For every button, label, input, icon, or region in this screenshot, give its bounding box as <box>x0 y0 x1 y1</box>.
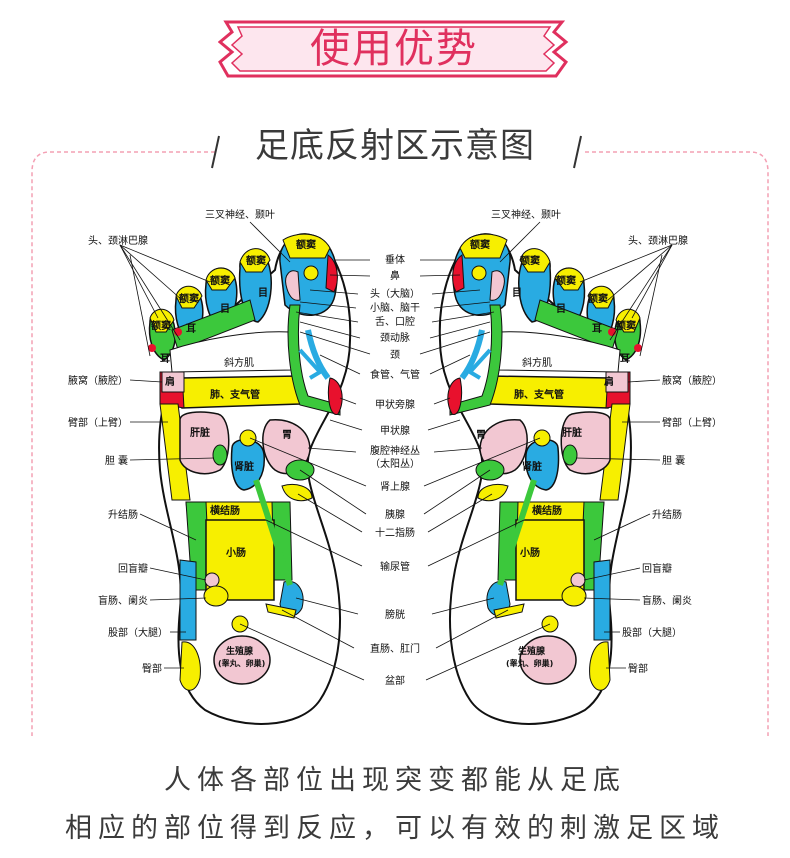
label-gubu-left: 股部（大腿） <box>108 626 168 639</box>
diagram-subtitle: 足底反射区示意图 <box>255 126 535 166</box>
label-fuqiang1: 腹腔神经丛 <box>370 444 420 457</box>
label-tou: 头（大脑） <box>370 287 420 300</box>
zone-e3-right: 额窦 <box>556 274 576 287</box>
label-zhichang: 直肠、肛门 <box>370 642 420 655</box>
caption-line-1: 人体各部位出现突变都能从足底 <box>164 765 626 796</box>
label-shenshang: 肾上腺 <box>380 480 410 493</box>
zone-e-left: 额窦 <box>296 238 316 251</box>
zone-er-left: 耳 <box>186 323 196 335</box>
label-she: 舌、口腔 <box>375 315 415 328</box>
zone-xc-left: 小肠 <box>225 546 246 559</box>
zone-er-right: 耳 <box>592 323 602 335</box>
caption-line-2: 相应的部位得到反应，可以有效的刺激足区域 <box>65 813 725 844</box>
label-shier: 十二指肠 <box>375 526 415 539</box>
zone-hj-right: 横结肠 <box>532 504 562 517</box>
label-shiguan: 食管、气管 <box>370 368 420 381</box>
label-yewo-right: 腋窝（腋腔） <box>662 374 722 387</box>
zone-e5-left: 额窦 <box>151 319 171 332</box>
label-tunbu-left: 臀部 <box>142 662 162 675</box>
zone-e5-right: 额窦 <box>616 319 636 332</box>
label-xiaonao: 小脑、脑干 <box>370 301 420 314</box>
zone-jian-right: 肩 <box>604 375 614 388</box>
page-title: 使用优势 <box>310 26 478 72</box>
zone-e2-left: 额窦 <box>246 254 266 267</box>
label-shuniao: 输尿管 <box>380 560 410 573</box>
label-pangguang: 膀胱 <box>385 608 405 621</box>
label-gubu-right: 股部（大腿） <box>622 626 682 639</box>
zone-fei-right: 肺、支气管 <box>514 388 564 401</box>
label-dannang-left: 胆 囊 <box>105 454 128 467</box>
label-tunbu-right: 臀部 <box>628 662 648 675</box>
zone-mu-left: 目 <box>258 287 268 299</box>
zone-fei-left: 肺、支气管 <box>210 388 260 401</box>
label-jingdm: 颈动脉 <box>380 331 410 344</box>
zone-e-right: 额窦 <box>470 238 490 251</box>
label-jing: 颈 <box>390 349 400 361</box>
zone-gan-left: 肝脏 <box>190 426 210 439</box>
zone-gan-right: 肝脏 <box>562 426 582 439</box>
label-yixian: 胰腺 <box>385 508 405 521</box>
zone-wei-right: 胃 <box>476 429 486 441</box>
right-foot-zone-labels: 额窦 额窦 额窦 额窦 额窦 目 目 耳 耳 斜方肌 肺、支气管 肩 肝脏 胃 … <box>470 238 636 668</box>
label-dannang-right: 胆 囊 <box>662 454 685 467</box>
zone-shen-left: 肾脏 <box>234 460 254 473</box>
zone-xf-right: 斜方肌 <box>522 356 552 369</box>
label-huimang-left: 回盲瓣 <box>118 562 148 575</box>
label-huimang-right: 回盲瓣 <box>642 562 672 575</box>
label-mangchang-right: 盲肠、阑炎 <box>642 594 692 607</box>
zone-mu-right: 目 <box>512 287 522 299</box>
label-bibu-right: 臂部（上臂） <box>662 416 722 429</box>
label-bi: 鼻 <box>390 269 400 282</box>
zone-szx2-right: (睾丸、卵巢) <box>506 658 553 668</box>
zone-e4-left: 额窦 <box>179 292 199 305</box>
zone-e4-right: 额窦 <box>588 292 608 305</box>
zone-wei-left: 胃 <box>282 429 292 441</box>
label-sancha-right: 三叉神经、颞叶 <box>491 208 561 221</box>
label-penbu: 盆部 <box>385 674 405 687</box>
zone-xc-right: 小肠 <box>519 546 540 559</box>
leader-lines <box>119 221 673 681</box>
zone-mu2-left: 目 <box>220 303 230 315</box>
label-bibu-left: 臂部（上臂） <box>68 416 128 429</box>
label-jiazhuang: 甲状腺 <box>380 424 410 437</box>
zone-e3-left: 额窦 <box>210 274 230 287</box>
left-foot-zone-labels: 额窦 额窦 额窦 额窦 额窦 目 目 耳 耳 斜方肌 肺、支气管 肩 肝脏 胃 … <box>151 238 316 668</box>
label-jiazhuang-pang: 甲状旁腺 <box>375 398 415 411</box>
zone-szx-right: 生殖腺 <box>518 645 546 657</box>
zone-mu2-right: 目 <box>556 303 566 315</box>
zone-shen-right: 肾脏 <box>522 460 542 473</box>
zone-er2-right: 耳 <box>620 353 630 365</box>
label-mangchang-left: 盲肠、阑炎 <box>98 594 148 607</box>
label-toujing-right: 头、颈淋巴腺 <box>628 234 688 247</box>
label-shengjie-right: 升结肠 <box>652 508 682 521</box>
center-labels: 三叉神经、颞叶 三叉神经、颞叶 垂体 鼻 头（大脑） 小脑、脑干 舌、口腔 颈动… <box>205 208 561 687</box>
label-toujing-left: 头、颈淋巴腺 <box>88 234 148 247</box>
label-shengjie-left: 升结肠 <box>108 508 138 521</box>
label-sancha-left: 三叉神经、颞叶 <box>205 208 275 221</box>
zone-szx-left: 生殖腺 <box>226 645 254 657</box>
zone-e2-right: 额窦 <box>520 254 540 267</box>
zone-er2-left: 耳 <box>160 353 170 365</box>
header-banner <box>218 20 569 78</box>
left-side-labels: 头、颈淋巴腺 腋窝（腋腔） 臂部（上臂） 胆 囊 升结肠 回盲瓣 盲肠、阑炎 股… <box>68 234 168 675</box>
foot-reflexology-diagram: 额窦 额窦 额窦 额窦 额窦 目 目 耳 耳 斜方肌 肺、支气管 肩 肝脏 胃 … <box>68 208 722 730</box>
diagram-frame <box>31 135 769 736</box>
label-fuqiang2: （太阳丛） <box>370 457 420 470</box>
label-yewo-left: 腋窝（腋腔） <box>68 374 128 387</box>
right-side-labels: 头、颈淋巴腺 腋窝（腋腔） 臂部（上臂） 胆 囊 升结肠 回盲瓣 盲肠、阑炎 股… <box>622 234 722 675</box>
zone-szx2-left: (睾丸、卵巢) <box>218 658 265 668</box>
zone-jian-left: 肩 <box>165 375 175 388</box>
zone-xf-left: 斜方肌 <box>224 356 254 369</box>
zone-hj-left: 横结肠 <box>210 504 240 517</box>
label-chuiti: 垂体 <box>385 254 405 266</box>
